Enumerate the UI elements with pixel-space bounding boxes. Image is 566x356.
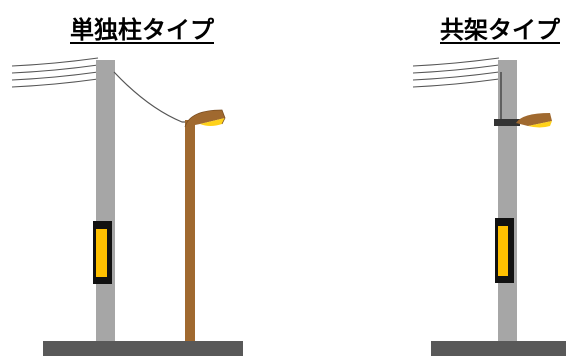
right-streetlight-head — [516, 113, 552, 128]
left-ground — [43, 341, 243, 356]
left-panel — [11, 57, 243, 356]
right-panel — [412, 57, 566, 356]
right-ground — [431, 341, 566, 356]
right-meter-box — [495, 218, 514, 283]
right-overhead-wires — [412, 57, 500, 88]
left-utility-pole — [96, 60, 115, 343]
title-shared-mount-type: 共架タイプ — [440, 16, 560, 44]
right-mount-bracket — [494, 119, 520, 126]
left-streetlight-pole — [185, 120, 195, 343]
left-streetlight-head — [184, 109, 226, 128]
title-single-pole-type: 単独柱タイプ — [70, 16, 214, 44]
left-overhead-wires — [11, 57, 99, 88]
left-meter-box — [93, 221, 112, 284]
left-service-wire — [113, 71, 190, 123]
